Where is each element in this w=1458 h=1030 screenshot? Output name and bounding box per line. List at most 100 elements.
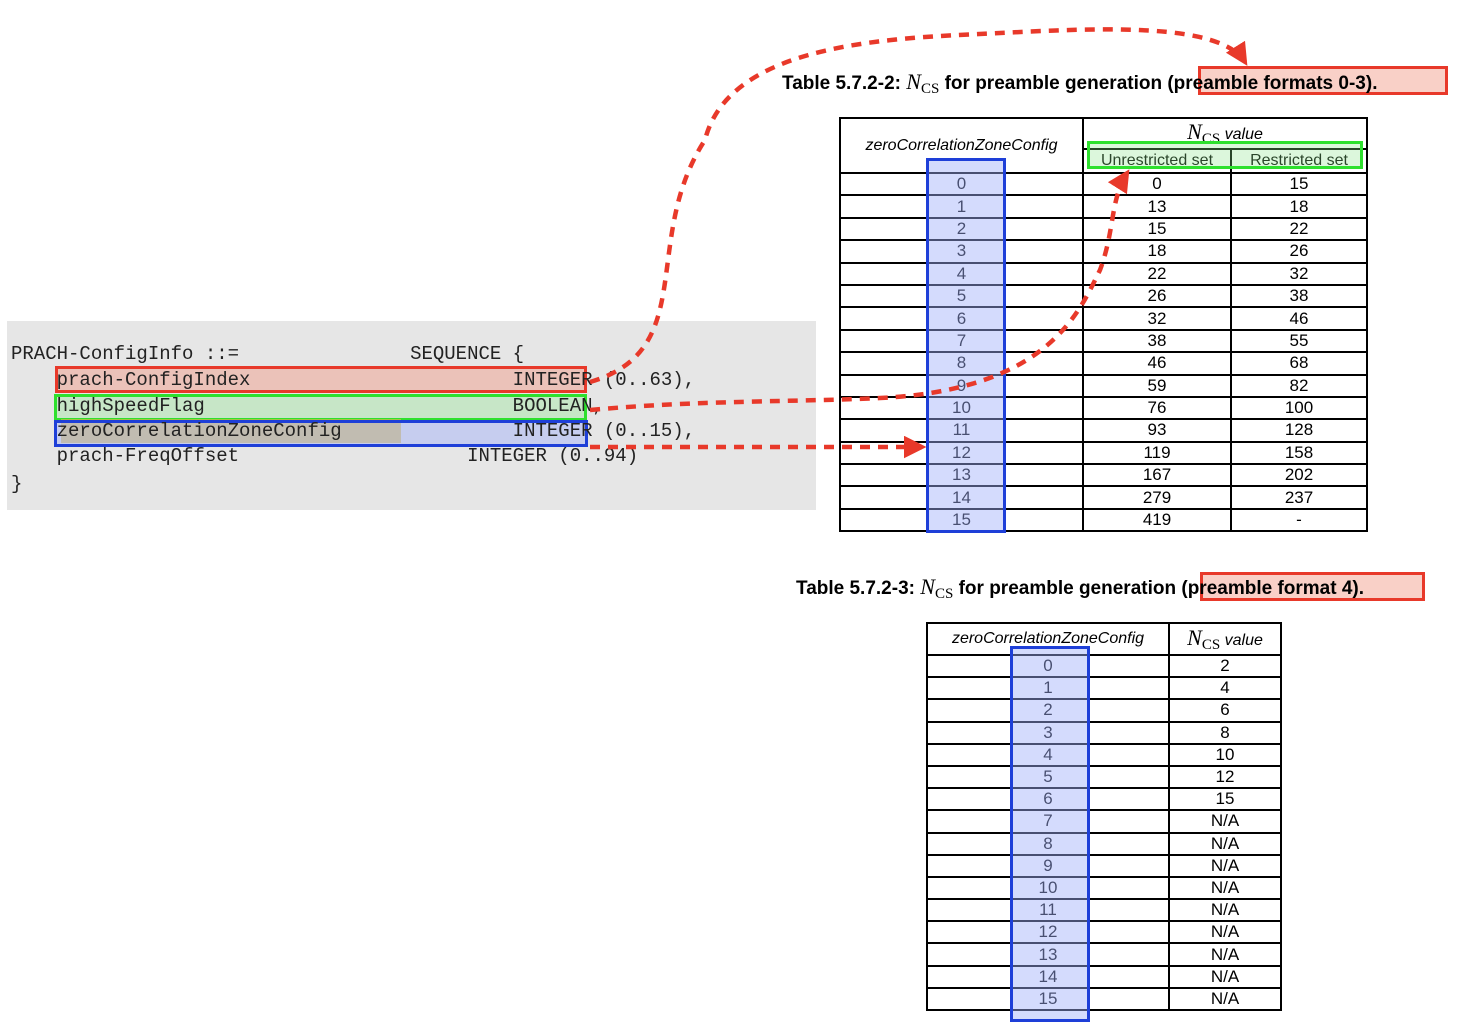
- t2-cell-config: 1: [926, 676, 1170, 701]
- t1-cell-unrestricted: 419: [1082, 507, 1232, 533]
- t2-cell-config: 8: [926, 831, 1170, 856]
- t1-cell-config: 15: [839, 507, 1084, 533]
- t2-cell-config: 13: [926, 942, 1170, 967]
- code-line-5: prach-FreqOffset INTEGER (0..94): [11, 445, 639, 467]
- code-line-2: prach-ConfigIndex INTEGER (0..63),: [11, 369, 696, 391]
- t2-cell-ncs: N/A: [1168, 920, 1282, 945]
- t2-cell-ncs: N/A: [1168, 853, 1282, 878]
- t1-cell-restricted: 237: [1230, 485, 1368, 510]
- t1-cell-config: 13: [839, 463, 1084, 488]
- t2-cell-config: 7: [926, 809, 1170, 834]
- t2-cell-ncs: 12: [1168, 764, 1282, 790]
- t1-cell-unrestricted: 93: [1082, 418, 1232, 443]
- t1-cell-config: 1: [839, 194, 1084, 219]
- t2-config-column-highlight: [1010, 646, 1090, 1022]
- t1-cell-restricted: 22: [1230, 216, 1368, 242]
- t2-header-config: zeroCorrelationZoneConfig: [926, 622, 1170, 656]
- t1-cell-restricted: -: [1230, 507, 1368, 533]
- t1-cell-config: 9: [839, 373, 1084, 398]
- t1-cell-restricted: 46: [1230, 306, 1368, 331]
- t1-config-column-highlight: [926, 158, 1006, 533]
- t1-cell-config: 14: [839, 485, 1084, 510]
- t1-cell-restricted: 18: [1230, 194, 1368, 219]
- t1-cell-restricted: 32: [1230, 261, 1368, 286]
- code-line-6: }: [11, 473, 23, 495]
- caption2-ncs: NCS: [920, 574, 954, 603]
- t1-cell-restricted: 38: [1230, 283, 1368, 309]
- caption1-prefix: Table 5.7.2-2:: [782, 73, 907, 94]
- t2-cell-config: 3: [926, 720, 1170, 745]
- t1-cell-unrestricted: 119: [1082, 440, 1232, 466]
- t1-cell-unrestricted: 279: [1082, 485, 1232, 510]
- t1-cell-unrestricted: 26: [1082, 283, 1232, 309]
- t2-cell-ncs: N/A: [1168, 898, 1282, 923]
- t1-cell-config: 12: [839, 440, 1084, 466]
- t2-cell-ncs: N/A: [1168, 875, 1282, 901]
- zero-correlation-highlight-yellow: [61, 419, 401, 443]
- t2-cell-config: 12: [926, 920, 1170, 945]
- t1-cell-restricted: 202: [1230, 463, 1368, 488]
- caption2-highlight-text: n (preamble format 4).: [1164, 578, 1365, 599]
- t1-cell-unrestricted: 76: [1082, 395, 1232, 421]
- code-line-3: highSpeedFlag BOOLEAN,: [11, 395, 604, 417]
- t1-cell-config: 11: [839, 418, 1084, 443]
- table2-caption: Table 5.7.2-3: NCS for preamble generati…: [796, 575, 1364, 606]
- t1-cell-restricted: 100: [1230, 395, 1368, 421]
- t2-cell-ncs: N/A: [1168, 942, 1282, 967]
- t2-cell-config: 15: [926, 986, 1170, 1012]
- t2-cell-ncs: 2: [1168, 653, 1282, 679]
- asn1-code-block: PRACH-ConfigInfo ::= SEQUENCE { prach-Co…: [7, 321, 816, 510]
- t1-cell-unrestricted: 59: [1082, 373, 1232, 398]
- t1-cell-restricted: 68: [1230, 351, 1368, 376]
- caption2-prefix: Table 5.7.2-3:: [796, 578, 921, 599]
- t1-cell-config: 3: [839, 239, 1084, 264]
- t2-cell-config: 14: [926, 964, 1170, 989]
- t2-cell-ncs: N/A: [1168, 809, 1282, 834]
- t1-cell-restricted: 15: [1230, 171, 1368, 197]
- t2-cell-config: 5: [926, 764, 1170, 790]
- t1-cell-config: 8: [839, 351, 1084, 376]
- t1-cell-config: 5: [839, 283, 1084, 309]
- caption1-mid: for preamble generation: [939, 73, 1168, 94]
- t2-cell-ncs: N/A: [1168, 964, 1282, 989]
- caption1-highlight-box: [1198, 66, 1448, 95]
- t2-header-ncs-value: NCS value: [1168, 622, 1282, 656]
- caption2-mid: for preamble generatio: [953, 578, 1165, 599]
- arrow-high-speed-flag-to-set-headers: [589, 169, 1130, 413]
- t2-cell-ncs: N/A: [1168, 831, 1282, 856]
- code-line-1: PRACH-ConfigInfo ::= SEQUENCE {: [11, 343, 525, 365]
- t2-cell-ncs: 15: [1168, 787, 1282, 812]
- t2-cell-ncs: 8: [1168, 720, 1282, 745]
- t1-header-ncs-value: NCS value: [1082, 117, 1368, 150]
- t2-cell-config: 0: [926, 653, 1170, 679]
- t2-cell-ncs: 10: [1168, 742, 1282, 767]
- t1-cell-unrestricted: 46: [1082, 351, 1232, 376]
- config-index-highlight: [55, 366, 587, 393]
- caption1-ncs: NCS: [906, 69, 940, 98]
- t1-header-config: zeroCorrelationZoneConfig: [839, 117, 1084, 174]
